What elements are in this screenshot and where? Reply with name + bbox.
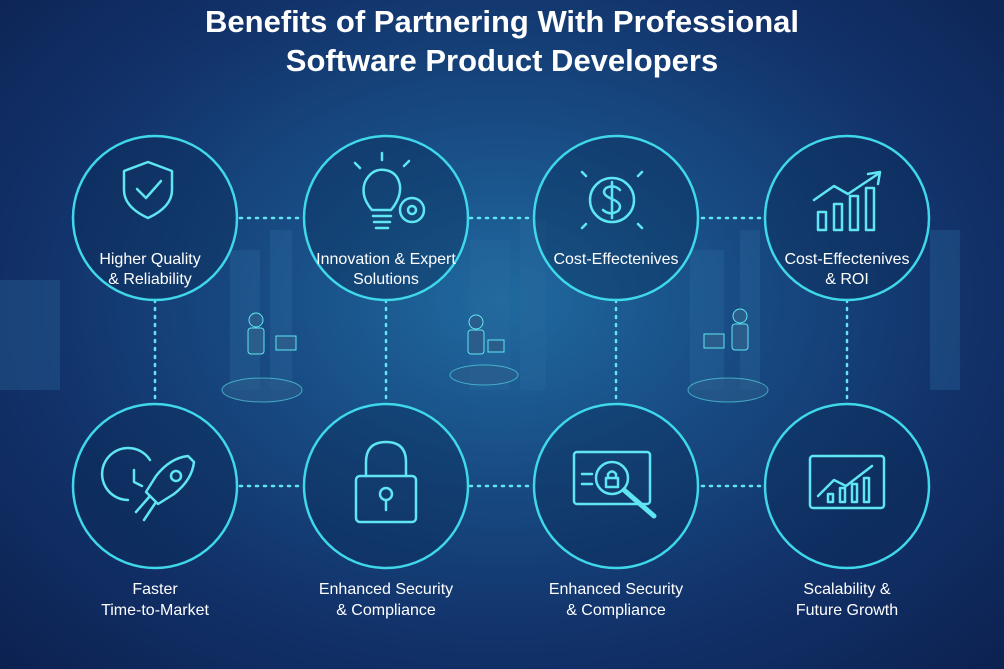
screen-lock-magnifier-icon bbox=[572, 450, 657, 519]
benefit-label-line2: Solutions bbox=[353, 271, 419, 288]
benefit-label-line1: Faster bbox=[132, 581, 178, 598]
developer-figure-icon bbox=[221, 312, 303, 403]
benefit-security-2: Enhanced Security & Compliance bbox=[532, 402, 700, 619]
benefit-innovation: Innovation & Expert Solutions bbox=[302, 134, 470, 302]
benefit-label-line1: Cost-Effectenives bbox=[784, 251, 909, 268]
benefit-label-line2: & Compliance bbox=[566, 602, 666, 619]
benefit-label-line1: Enhanced Security bbox=[319, 581, 453, 598]
benefit-label-line1: Higher Quality bbox=[99, 251, 200, 268]
benefit-label-line1: Cost-Effectenives bbox=[553, 251, 678, 268]
clock-rocket-icon bbox=[100, 446, 196, 522]
dollar-icon bbox=[580, 170, 644, 230]
title-line-2: Software Product Developers bbox=[286, 43, 718, 78]
benefit-label-line2: Future Growth bbox=[796, 602, 898, 619]
benefit-security-1: Enhanced Security & Compliance bbox=[302, 402, 470, 619]
benefit-faster-time-to-market: Faster Time-to-Market bbox=[71, 402, 239, 619]
developer-figure-icon bbox=[449, 314, 519, 386]
benefit-higher-quality: Higher Quality & Reliability bbox=[71, 134, 239, 302]
chart-screen-icon bbox=[808, 454, 886, 510]
title-line-1: Benefits of Partnering With Professional bbox=[205, 4, 799, 39]
benefit-label-line2: & ROI bbox=[825, 271, 869, 288]
benefit-cost-roi: Cost-Effectenives & ROI bbox=[763, 134, 931, 302]
benefit-label-line1: Scalability & bbox=[803, 581, 890, 598]
padlock-icon bbox=[354, 440, 418, 524]
shield-check-icon bbox=[122, 160, 174, 220]
benefit-label-line2: Time-to-Market bbox=[101, 602, 209, 619]
growth-chart-icon bbox=[812, 170, 882, 232]
benefit-label-line1: Innovation & Expert bbox=[316, 251, 456, 268]
connectors bbox=[153, 216, 849, 488]
developer-illustrations bbox=[221, 308, 769, 403]
developer-figure-icon bbox=[687, 308, 769, 403]
lightbulb-gear-icon bbox=[353, 151, 426, 230]
benefit-label-line1: Enhanced Security bbox=[549, 581, 683, 598]
benefit-label-line2: & Compliance bbox=[336, 602, 436, 619]
benefit-scalability: Scalability & Future Growth bbox=[763, 402, 931, 619]
benefit-label-line2: & Reliability bbox=[108, 271, 192, 288]
benefit-cost-effectiveness: Cost-Effectenives bbox=[532, 134, 700, 302]
